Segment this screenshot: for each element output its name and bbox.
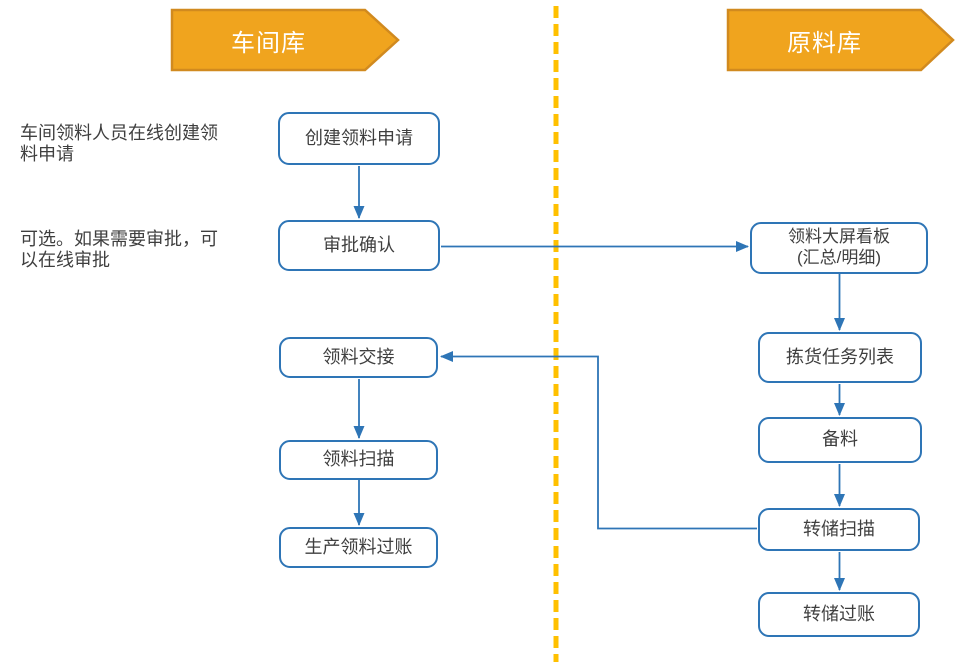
node-material-scan: 领料扫描 (279, 440, 438, 480)
node-label: 转储扫描 (803, 518, 875, 539)
node-create-requisition: 创建领料申请 (278, 112, 440, 165)
node-label: 拣货任务列表 (786, 346, 894, 367)
node-label: 生产领料过账 (304, 536, 413, 557)
node-label: 审批确认 (323, 234, 395, 255)
node-transfer-posting: 转储过账 (758, 592, 920, 637)
node-label: 领料大屏看板 (788, 227, 890, 247)
node-label: 领料扫描 (322, 449, 395, 470)
node-label: 转储过账 (803, 603, 875, 624)
raw-material-banner-label: 原料库 (787, 29, 862, 57)
node-transfer-scan: 转储扫描 (758, 508, 920, 551)
node-material-prep: 备料 (758, 417, 922, 463)
node-dashboard: 领料大屏看板 (汇总/明细) (750, 222, 928, 274)
node-label: 创建领料申请 (305, 127, 413, 148)
node-production-posting: 生产领料过账 (279, 527, 438, 568)
node-label: 领料交接 (322, 346, 395, 367)
annotation-create-online: 车间领料人员在线创建领料申请 (20, 123, 218, 164)
annotation-optional-approval: 可选。如果需要审批，可以在线审批 (20, 229, 218, 270)
arrow-transfer-scan-to-handover (440, 351, 757, 530)
node-material-handover: 领料交接 (279, 337, 438, 378)
node-label: 备料 (822, 429, 858, 450)
workshop-banner-label: 车间库 (231, 29, 306, 57)
node-approval-confirm: 审批确认 (278, 220, 440, 271)
workshop-banner-shape (170, 8, 400, 72)
raw-material-banner-shape (726, 8, 955, 72)
node-sublabel: (汇总/明细) (796, 248, 882, 267)
node-picking-task-list: 拣货任务列表 (758, 332, 922, 383)
